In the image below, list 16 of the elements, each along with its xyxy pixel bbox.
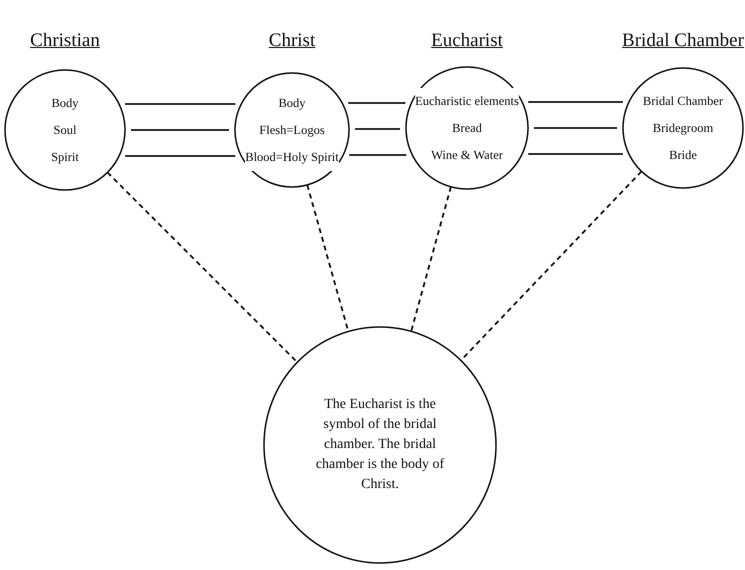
heading: Bridal Chamber <box>622 30 744 51</box>
connector-line <box>348 102 406 104</box>
connector-line <box>349 154 406 156</box>
connector-line <box>131 129 229 131</box>
connector-line <box>125 103 236 105</box>
node-text: The Eucharist is the symbol of the bridal chamber. The bridal chamber is the body of Christ. <box>314 396 446 494</box>
dashed-line <box>106 172 298 363</box>
heading: Christ <box>268 30 316 51</box>
connector-line <box>528 153 623 155</box>
dashed-line <box>410 186 452 332</box>
heading: Eucharist <box>431 30 503 51</box>
connector-line <box>528 101 623 103</box>
connector-line <box>125 155 236 157</box>
connector-line <box>355 128 400 130</box>
heading: Christian <box>30 30 100 51</box>
connector-line <box>534 127 617 129</box>
